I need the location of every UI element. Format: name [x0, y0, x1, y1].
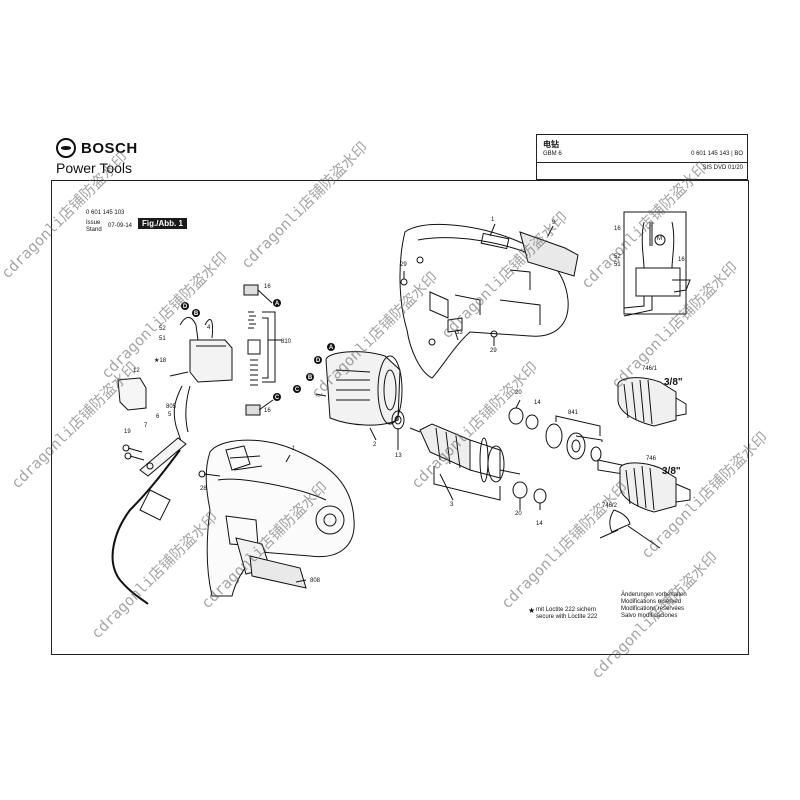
part-label: 16 — [264, 284, 271, 290]
svg-text:A: A — [275, 301, 280, 307]
part-label: 7 — [144, 423, 148, 429]
subtitle: Power Tools — [56, 160, 133, 176]
schematic-label: 16 — [614, 226, 621, 232]
part-label: 9 — [552, 220, 556, 226]
title-block: 电钻 GBM 6 0 601 145 143 | BO SIS DVD 01/2… — [536, 134, 748, 180]
part-label: 19 — [124, 429, 131, 435]
callout-b-stator — [306, 373, 314, 381]
callout-d-stator — [293, 385, 301, 393]
schematic-motor-label: M — [657, 236, 662, 242]
bosch-armature-icon — [56, 138, 76, 158]
nameplate — [519, 231, 579, 277]
modifications-note: Änderungen vorbehalten Modifications res… — [621, 592, 687, 620]
title-name: 电钻 — [543, 140, 559, 149]
part-label: 20 — [515, 511, 522, 517]
callout-c-stator — [314, 356, 322, 364]
loctite-note: mit Loctite 222 sichern secure with Loct… — [536, 607, 597, 621]
callout-circles: D B A C A D B C — [181, 299, 335, 401]
part-label: 16 — [264, 408, 271, 414]
title-doc: SIS DVD 01/20 — [702, 165, 743, 171]
meta-part-number: 0 601 145 103 — [86, 210, 125, 216]
star-icon: ★ — [528, 606, 536, 615]
drawing-frame — [51, 180, 749, 655]
wiring-schematic — [623, 211, 691, 317]
part-label: 4 — [207, 325, 211, 331]
svg-text:B: B — [308, 375, 313, 381]
part-label: 14 — [536, 521, 543, 527]
meta-date: 07-09-14 — [108, 223, 133, 229]
callout-d — [273, 393, 281, 401]
part-label: 808 — [310, 578, 321, 584]
part-label: 29 — [400, 262, 407, 268]
title-part-number: 0 601 145 143 | BO — [691, 151, 743, 157]
part-label: 52 — [159, 326, 166, 332]
title-model: GBM 6 — [543, 151, 562, 157]
part-label: 28 — [200, 486, 207, 492]
svg-text:D: D — [183, 304, 188, 310]
part-label: 12 — [133, 368, 140, 374]
mod-fr: Modifications réservées — [621, 606, 685, 612]
part-label: 14 — [534, 400, 541, 406]
brand-name: BOSCH — [81, 139, 138, 157]
loctite-en: secure with Loctite 222 — [536, 614, 598, 620]
part-label: 20 — [515, 390, 522, 396]
housing-upper — [399, 224, 569, 379]
part-label: 746 — [646, 456, 657, 462]
part-label: 1 — [292, 446, 296, 452]
svg-text:B: B — [194, 311, 199, 317]
callout-a-stator — [327, 343, 335, 351]
part-label: 810 — [281, 339, 292, 345]
part-label: 1 — [491, 217, 495, 223]
part-label: 3 — [450, 502, 454, 508]
callout-c — [181, 302, 189, 310]
screw-29 — [400, 278, 408, 286]
part-label: 13 — [395, 453, 402, 459]
part-label: 29 — [490, 348, 497, 354]
part-label: 805 — [166, 404, 177, 410]
part-label: 6 — [156, 414, 160, 420]
part-label: 841 — [568, 410, 579, 416]
bosch-logo: BOSCH — [56, 137, 138, 159]
mod-en: Modifications reserved — [621, 599, 682, 605]
callout-b — [192, 309, 200, 317]
schematic-label: 16 — [678, 257, 685, 263]
part-label: 746/2 — [602, 503, 618, 509]
meta-stand-label: Stand — [86, 227, 102, 233]
figure-label: Fig./Abb. 1 — [138, 218, 187, 229]
title-divider — [537, 162, 747, 163]
part-label: 5 — [168, 412, 172, 418]
mod-de: Änderungen vorbehalten — [621, 592, 687, 598]
mod-es: Salvo modificaciones — [621, 613, 678, 619]
part-label: 2 — [373, 442, 377, 448]
loctite-de: mit Loctite 222 sichern — [536, 607, 597, 613]
schematic-label: 51 — [614, 262, 621, 268]
callout-a — [273, 299, 281, 307]
part-label: 746/1 — [642, 366, 658, 372]
svg-text:C: C — [275, 395, 280, 401]
svg-text:C: C — [295, 387, 300, 393]
part-label: 51 — [159, 336, 166, 342]
chuck-size-label: 3/8" — [664, 377, 683, 388]
svg-text:D: D — [316, 358, 321, 364]
part-label: 33 — [456, 330, 463, 336]
meta-issue-label: Issue — [86, 220, 101, 226]
chuck-size-label: 3/8" — [662, 466, 681, 477]
schematic-label: 52 — [614, 254, 621, 260]
svg-text:A: A — [329, 345, 334, 351]
part-label: ★18 — [154, 358, 167, 364]
